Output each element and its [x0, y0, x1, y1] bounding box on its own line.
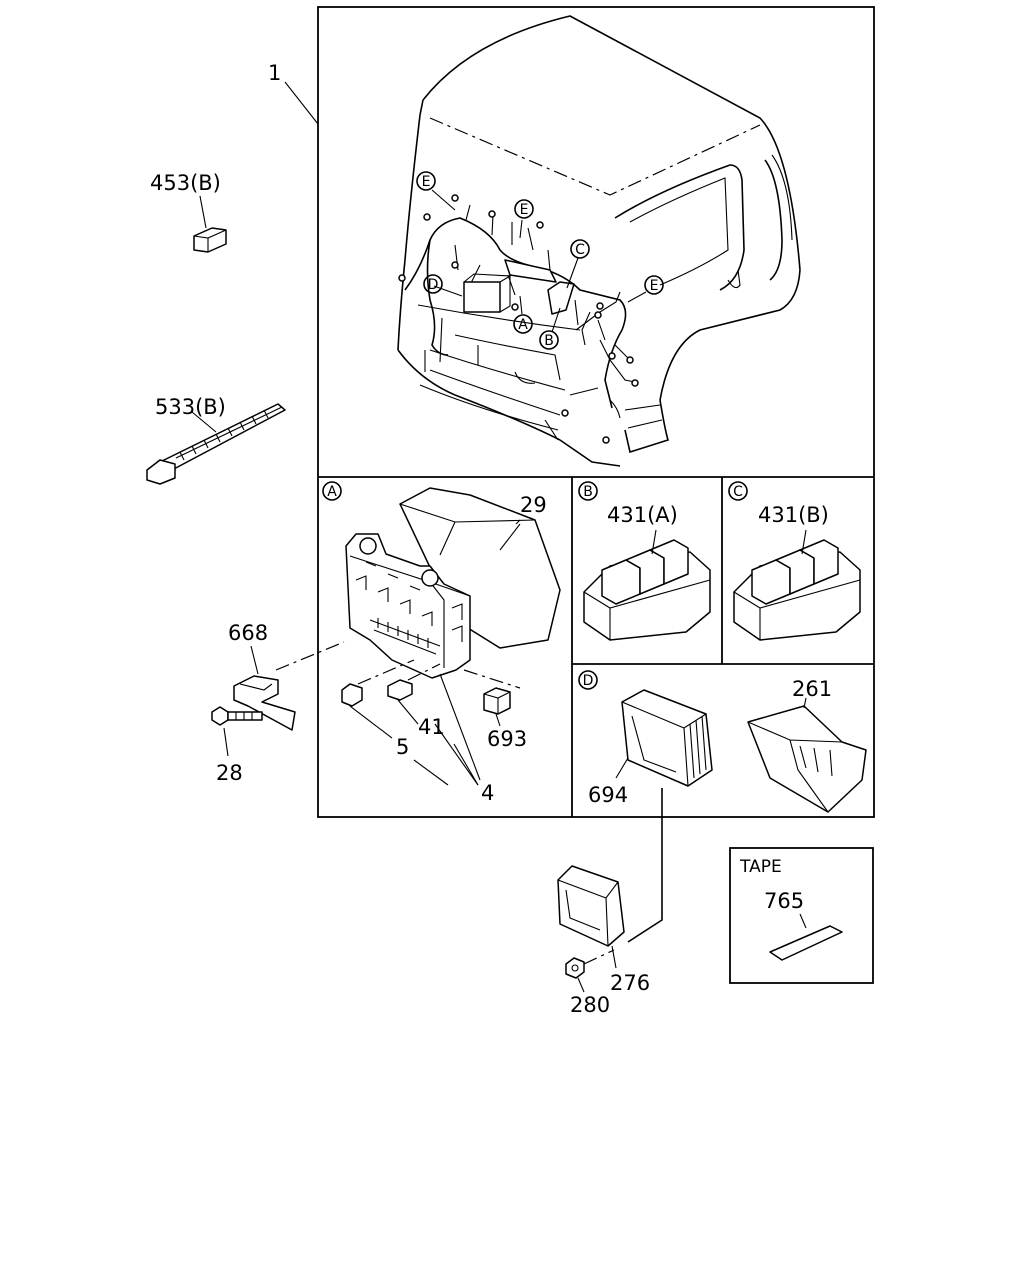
callout-d: D — [423, 274, 443, 294]
section-a-marker: A — [322, 481, 342, 501]
section-b-marker: B — [578, 481, 598, 501]
label-4: 4 — [481, 781, 494, 805]
part-261-ecu-cover — [747, 697, 867, 813]
callout-e-1: E — [416, 171, 436, 191]
part-28-bolt — [211, 706, 263, 757]
section-c-marker: C — [728, 481, 748, 501]
callout-e-2: E — [514, 199, 534, 219]
svg-text:E: E — [520, 202, 529, 218]
label-693: 693 — [487, 727, 527, 751]
part-668-bracket — [233, 641, 345, 731]
label-41: 41 — [418, 715, 445, 739]
part-41-fuse — [357, 659, 441, 725]
callout-b: B — [539, 330, 559, 350]
svg-text:B: B — [544, 333, 554, 349]
label-431b: 431(B) — [758, 503, 829, 527]
part-276-ecu — [557, 865, 625, 969]
callout-e-3: E — [644, 275, 664, 295]
callout-c: C — [570, 239, 590, 259]
part-431b-relay-block — [733, 529, 861, 641]
svg-text:E: E — [650, 278, 659, 294]
callout-a: A — [513, 314, 533, 334]
label-261: 261 — [792, 677, 832, 701]
part-280-nut — [565, 949, 615, 993]
svg-text:D: D — [583, 673, 594, 689]
part-694-ecu — [615, 689, 713, 787]
svg-text:A: A — [327, 484, 337, 500]
label-533b: 533(B) — [155, 395, 226, 419]
svg-text:B: B — [583, 484, 593, 500]
svg-text:C: C — [733, 484, 743, 500]
label-276: 276 — [610, 971, 650, 995]
truck-cab-drawing — [397, 15, 801, 467]
part-765-tape — [769, 913, 843, 961]
section-d-marker: D — [578, 670, 598, 690]
part-453b-block — [193, 195, 227, 253]
callout-markers: E E C D E A B A B C D — [322, 171, 748, 690]
part-5-fuse — [341, 683, 393, 739]
part-533b-cable-tie — [146, 403, 286, 485]
part-labels: 1 453(B) 533(B) 668 28 29 5 41 4 693 431… — [150, 61, 832, 1017]
label-28: 28 — [216, 761, 243, 785]
leader-1 — [284, 81, 319, 125]
part-4-leaders — [413, 673, 481, 786]
part-431a-relay-block — [583, 529, 711, 641]
label-694: 694 — [588, 783, 628, 807]
svg-text:D: D — [428, 277, 439, 293]
label-29: 29 — [520, 493, 547, 517]
svg-text:A: A — [518, 317, 528, 333]
label-765: 765 — [764, 889, 804, 913]
leader-694-to-276 — [627, 788, 663, 943]
part-693-relay — [463, 669, 521, 727]
label-5: 5 — [396, 735, 409, 759]
label-431a: 431(A) — [607, 503, 678, 527]
svg-text:E: E — [422, 174, 431, 190]
fuse-box-body — [345, 533, 471, 679]
label-tape: TAPE — [739, 857, 782, 877]
label-1: 1 — [268, 61, 281, 85]
label-668: 668 — [228, 621, 268, 645]
harness-connectors — [398, 194, 639, 444]
label-453b: 453(B) — [150, 171, 221, 195]
svg-text:C: C — [575, 242, 585, 258]
label-280: 280 — [570, 993, 610, 1017]
diagram-frames — [317, 6, 875, 984]
